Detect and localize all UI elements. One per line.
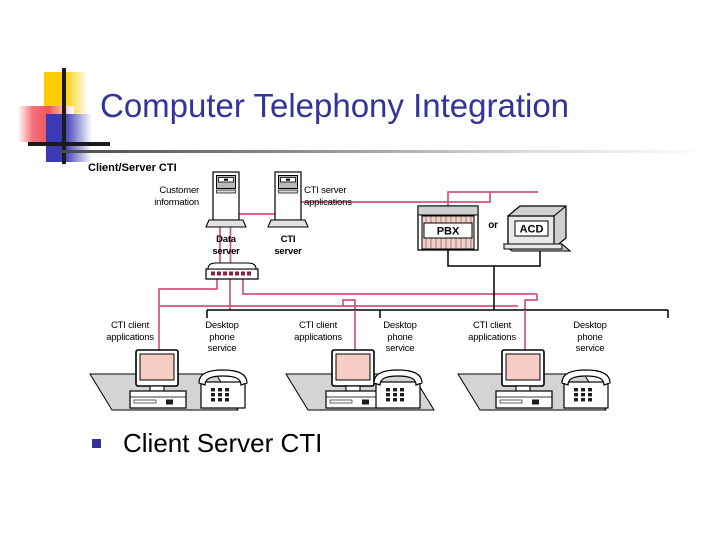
cti-architecture-diagram: Client/Server CTI xyxy=(0,158,720,420)
workstation-computer-2 xyxy=(325,349,383,409)
blue-square-icon xyxy=(46,114,92,162)
label-cti-server-applications: CTI server applications xyxy=(304,185,352,208)
bullet-list-item: Client Server CTI xyxy=(92,428,322,458)
corner-logo-decoration xyxy=(18,68,110,164)
network-hub-icon xyxy=(205,262,259,280)
label-desktop-phone-service-3: Desktop phone service xyxy=(573,320,607,354)
cti-server-icon xyxy=(267,171,309,228)
pbx-icon: PBX xyxy=(417,205,479,251)
desk-phone-3 xyxy=(561,369,611,409)
data-server-icon xyxy=(205,171,247,228)
bullet-text: Client Server CTI xyxy=(123,428,323,458)
label-desktop-phone-service-1: Desktop phone service xyxy=(205,320,239,354)
acd-icon: ACD xyxy=(502,205,572,252)
desk-phone-1 xyxy=(198,369,248,409)
label-desktop-phone-service-2: Desktop phone service xyxy=(383,320,417,354)
workstation-computer-3 xyxy=(495,349,553,409)
title-divider xyxy=(60,150,712,153)
diagram-caption: Client/Server CTI xyxy=(88,162,177,174)
label-cti-client-applications-2: CTI client applications xyxy=(294,320,342,343)
horizontal-bar-icon xyxy=(28,142,110,146)
label-cti-client-applications-1: CTI client applications xyxy=(106,320,154,343)
label-or: or xyxy=(488,220,498,231)
vertical-bar-icon xyxy=(62,68,66,164)
label-data-server: Data server xyxy=(212,234,240,257)
label-cti-server: CTI server xyxy=(274,234,302,257)
label-customer-information: Customer information xyxy=(154,185,199,208)
workstation-computer-1 xyxy=(129,349,187,409)
diagram-graphics: PBX ACD xyxy=(89,171,669,411)
label-cti-client-applications-3: CTI client applications xyxy=(468,320,516,343)
pbx-label: PBX xyxy=(437,226,460,238)
desk-phone-2 xyxy=(373,369,423,409)
page-title: Computer Telephony Integration xyxy=(100,87,570,124)
bullet-square-icon xyxy=(92,438,101,448)
acd-label: ACD xyxy=(520,224,544,236)
